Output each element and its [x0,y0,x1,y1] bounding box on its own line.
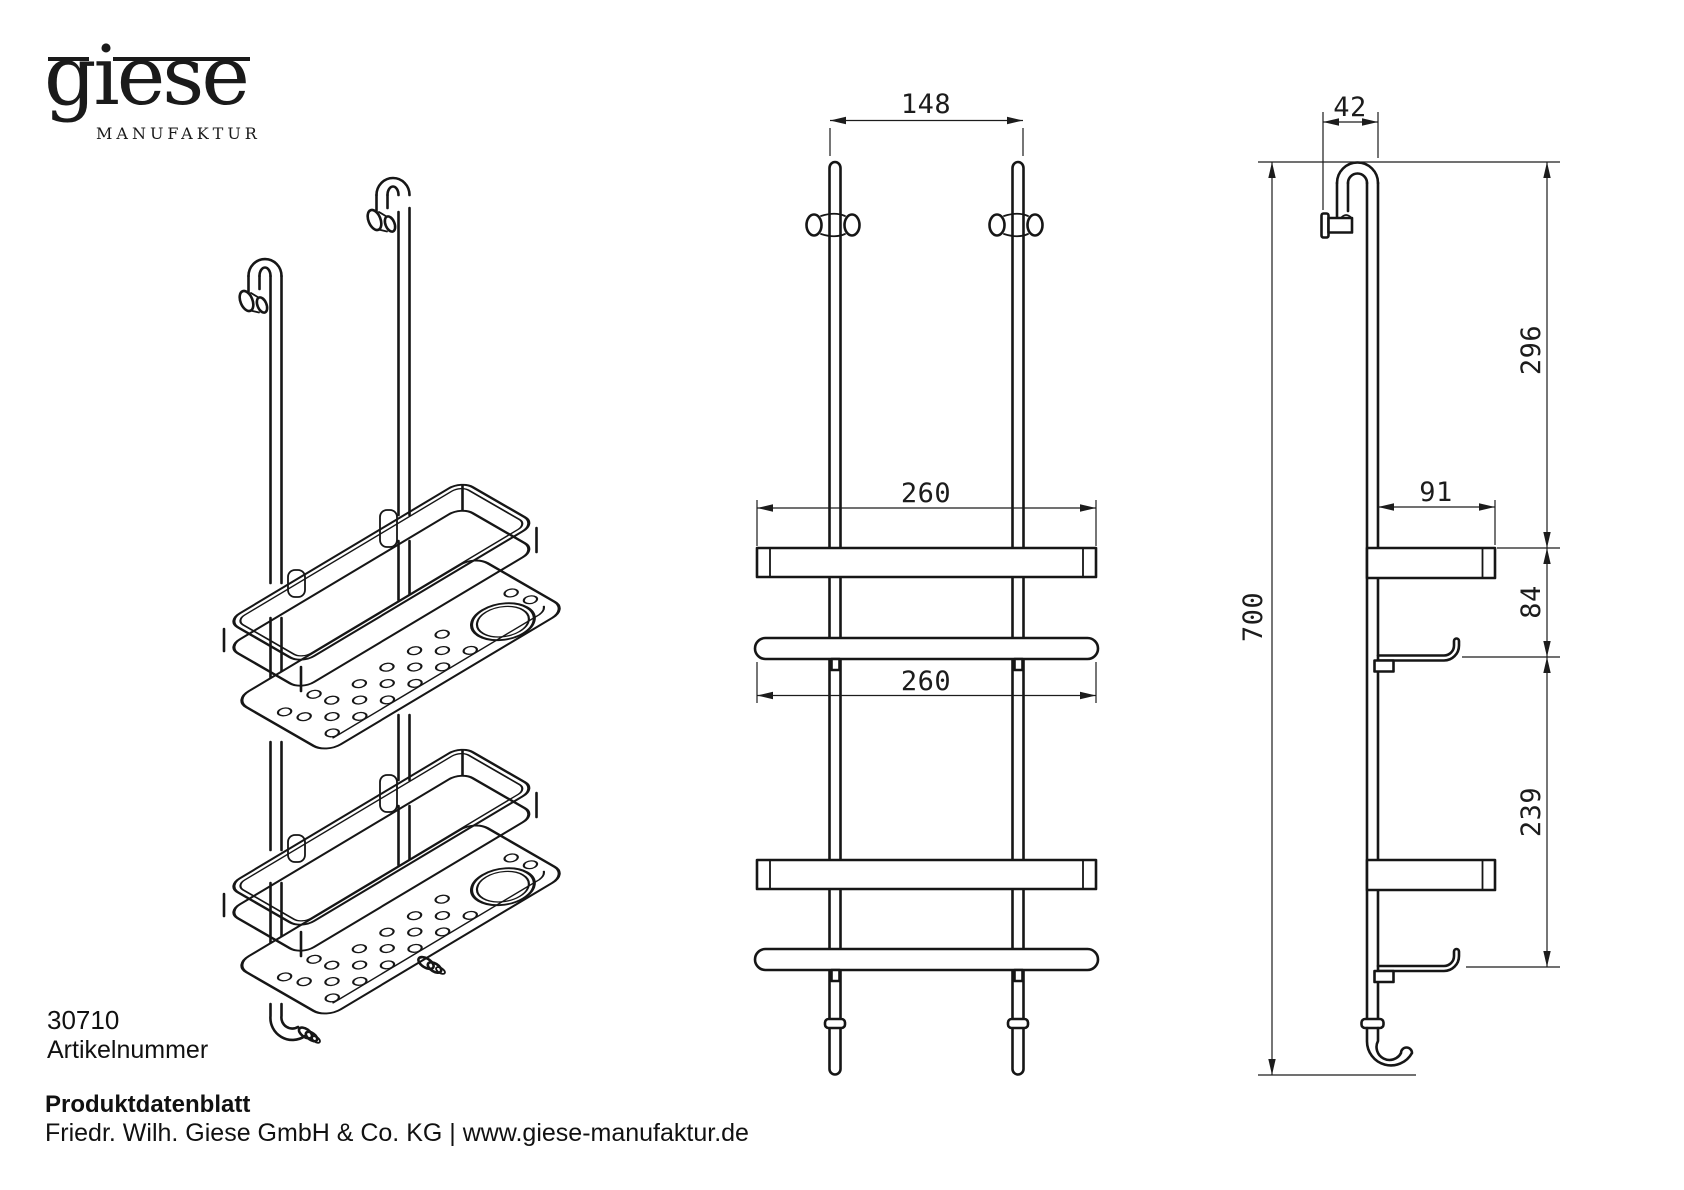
giese-logo: giese MANUFAKTUR [42,30,272,150]
front-left-rail [828,160,842,1076]
article-block: 30710 Artikelnummer [47,1005,208,1065]
side-hook [1320,161,1380,239]
basket [222,483,561,750]
dim-label-shelf-spacing: 239 [1516,787,1547,837]
left-rail [269,274,283,945]
side-dimensions: 42 91 700 296 84 239 [1238,92,1560,1076]
side-upper-rim [1365,546,1497,580]
dim-label-total-height: 700 [1238,592,1269,642]
footer: Produktdatenblatt Friedr. Wilh. Giese Gm… [45,1091,749,1148]
footer-company-line: Friedr. Wilh. Giese GmbH & Co. KG | www.… [45,1119,749,1147]
front-view: 148 260 260 [753,89,1100,1076]
dim-label-top-to-basket: 296 [1516,325,1547,375]
side-view: 42 91 700 296 84 239 [1238,92,1560,1076]
front-right-rail [1011,160,1025,1076]
front-lower-shelf [753,947,1100,972]
perspective-view [222,176,569,1044]
logo-wordmark: giese [44,29,250,124]
front-upper-rim [755,546,1098,579]
lower-basket [222,744,569,1020]
side-upper-shelf [1376,637,1461,662]
side-lower-shelf [1376,947,1461,973]
article-number: 30710 [47,1005,120,1035]
left-hook [238,257,283,314]
front-lower-rim [755,858,1098,891]
bottom-j-hook [269,1002,321,1044]
front-upper-shelf [753,636,1100,661]
dim-label-rim-to-shelf: 84 [1516,585,1547,619]
side-rail [1365,181,1380,1021]
dim-label-basket-depth: 91 [1419,477,1453,508]
side-j-hook [1365,1026,1414,1067]
dim-label-lower-shelf-width: 260 [901,666,951,697]
front-dimensions: 148 260 260 [756,89,1097,703]
right-rail-tip [417,955,446,975]
footer-doc-type: Produktdatenblatt [45,1091,251,1118]
dim-label-rail-spacing: 148 [901,89,951,120]
logo-rule-left [48,57,89,61]
right-rail [397,206,411,867]
article-label: Artikelnummer [47,1036,209,1064]
logo-subtitle: MANUFAKTUR [96,124,261,143]
side-lower-rim [1365,858,1497,892]
dim-label-upper-shelf-width: 260 [901,478,951,509]
logo-rule-right [113,57,250,61]
right-hook [366,176,411,233]
front-knobs [805,212,1044,238]
dim-label-hook-depth: 42 [1333,92,1367,123]
